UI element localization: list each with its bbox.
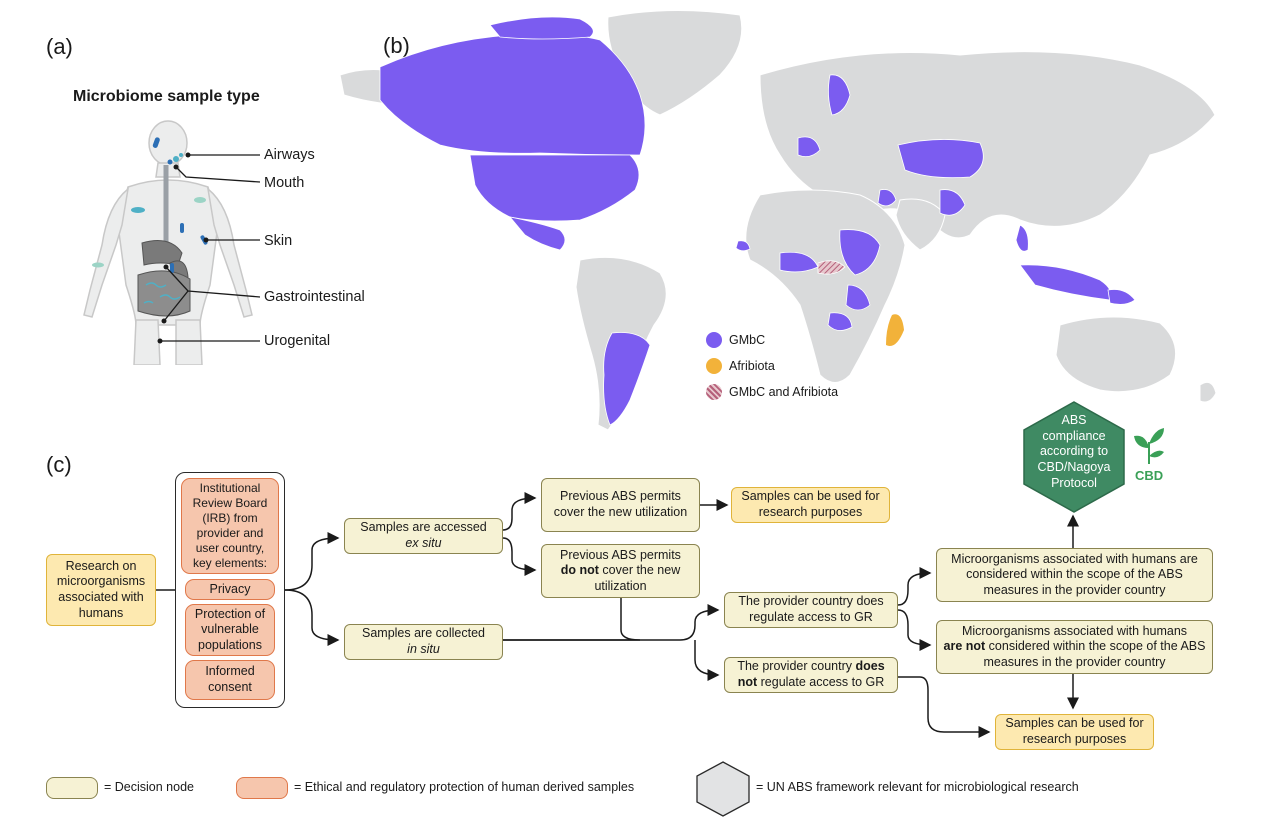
ex-situ-text: Samples are accessed [360, 520, 487, 535]
in-situ-box: Samples are collected in situ [344, 624, 503, 660]
label-skin: Skin [264, 233, 293, 249]
not-regulates-post: regulate access to GR [760, 675, 885, 689]
scope-out-post: considered within the scope of the ABS m… [983, 639, 1206, 669]
kazakhstan-shape [897, 139, 984, 179]
arabia-shape [895, 198, 946, 251]
key-hexagon-swatch [696, 761, 750, 817]
cbd-logo-text: CBD [1135, 468, 1164, 483]
human-body-illustration [83, 120, 261, 365]
iraq-shape [877, 189, 897, 207]
label-mouth: Mouth [264, 175, 305, 191]
not-regulates-bold1: does [855, 659, 885, 674]
abs-hexagon [1023, 401, 1125, 513]
permits-not-bold: do not [560, 563, 599, 578]
canada-islands-shape [489, 16, 594, 40]
outcome-bottom-box: Samples can be used for research purpose… [995, 714, 1154, 750]
abs-hexagon-label: ABS compliance according to CBD/Nagoya P… [1037, 413, 1111, 490]
mexico-shape [508, 216, 566, 251]
madagascar-shape [886, 314, 904, 346]
legend-afribiota-label: Afribiota [729, 359, 775, 373]
ex-situ-box: Samples are accessed ex situ [344, 518, 503, 554]
key-ethical-swatch [236, 777, 288, 799]
legend-both-label: GMbC and Afribiota [729, 385, 839, 399]
guinea-shape [735, 240, 751, 252]
permits-cover-box: Previous ABS permits cover the new utili… [541, 478, 700, 532]
cbd-leaf-icon [1134, 428, 1164, 464]
key-decision-label: = Decision node [104, 780, 194, 794]
in-situ-italic: in situ [407, 642, 440, 656]
irb-consent-box: Informed consent [185, 660, 275, 700]
legend-gmbc-label: GMbC [729, 333, 766, 347]
scope-in-box: Microorganisms associated with humans ar… [936, 548, 1213, 602]
ex-situ-italic: ex situ [405, 536, 442, 550]
not-regulates-box: The provider country does not regulate a… [724, 657, 898, 693]
scope-out-bold: are not [943, 639, 986, 654]
scope-out-pre: Microorganisms associated with humans [961, 623, 1188, 638]
world-map [340, 9, 1217, 431]
car-shape [817, 260, 846, 275]
france-shape [797, 136, 821, 158]
legend-gmbc-swatch [706, 332, 722, 348]
permits-not-post: cover the new utilization [594, 563, 681, 593]
key-decision-swatch [46, 777, 98, 799]
key-ethical-label: = Ethical and regulatory protection of h… [294, 780, 635, 794]
png-shape [1107, 289, 1136, 305]
legend-afribiota-swatch [706, 358, 722, 374]
regulates-box: The provider country does regulate acces… [724, 592, 898, 628]
panel-a-title: Microbiome sample type [73, 88, 260, 105]
pakistan-shape [939, 189, 966, 216]
vietnam-shape [1015, 224, 1029, 252]
outcome-top-box: Samples can be used for research purpose… [731, 487, 890, 523]
panel-a-label: (a) [46, 34, 73, 59]
zambia-shape [827, 312, 853, 331]
panel-b-label: (b) [383, 33, 410, 58]
permits-not-cover-box: Previous ABS permits do not cover the ne… [541, 544, 700, 598]
start-research-box: Research on microorganisms associated wi… [46, 554, 156, 626]
usa-shape [469, 154, 640, 222]
argentina-chile-shape [603, 332, 651, 426]
not-regulates-pre: The provider country [737, 659, 852, 674]
not-regulates-bold2: not [737, 675, 758, 689]
label-gastrointestinal: Gastrointestinal [264, 289, 365, 305]
sudan-ethiopia-shape [839, 229, 881, 276]
irb-header-box: Institutional Review Board (IRB) from pr… [181, 478, 279, 574]
finland-shape [828, 74, 851, 116]
scope-out-box: Microorganisms associated with humans ar… [936, 620, 1213, 674]
irb-privacy-box: Privacy [185, 579, 275, 600]
legend-both-swatch [706, 384, 722, 400]
label-airways: Airways [264, 147, 315, 163]
irb-vulnerable-box: Protection of vulnerable populations [185, 604, 275, 656]
in-situ-text: Samples are collected [362, 626, 485, 641]
tanzania-shape [845, 284, 871, 311]
permits-not-pre: Previous ABS permits [560, 547, 681, 562]
panel-c-label: (c) [46, 452, 72, 477]
label-urogenital: Urogenital [264, 333, 331, 349]
key-un-abs-label: = UN ABS framework relevant for microbio… [756, 780, 1079, 794]
australia-shape [1055, 316, 1177, 393]
nz-shape [1199, 381, 1217, 403]
